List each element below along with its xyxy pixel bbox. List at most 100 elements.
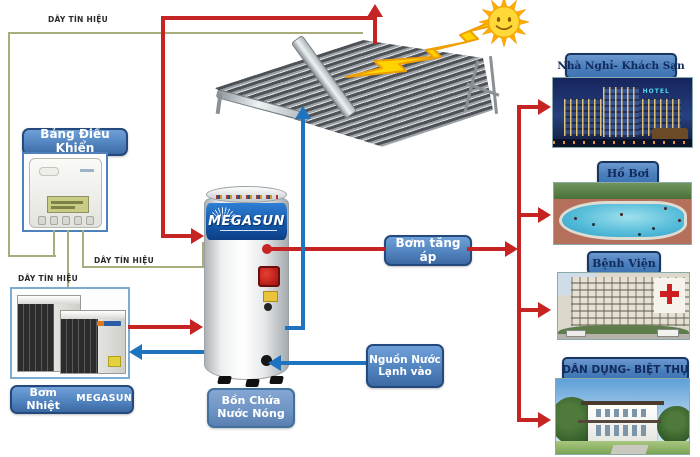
- hospital-bushes: [558, 324, 689, 334]
- tank-drain-knob: [264, 303, 272, 311]
- tank-warning-sticker: [263, 291, 278, 302]
- tank-label-line1: Bồn Chứa: [221, 394, 281, 408]
- destination-label-pool-text: Hồ Bơi: [606, 167, 650, 180]
- tank-foot: [217, 376, 232, 384]
- control-panel-label-text: Bảng Điều Khiển: [40, 127, 110, 155]
- hotel-ground-lights: [553, 138, 692, 147]
- cold-water-label-line2: Lạnh vào: [378, 366, 432, 378]
- arrow-cold-into-heatpump: [129, 344, 142, 360]
- hot-line-into-tank: [161, 234, 193, 238]
- signal-wire-label-bottom: DÂY TÍN HIỆU: [18, 274, 79, 283]
- hot-branch-villa: [517, 418, 540, 422]
- arrow-cold-into-tank: [268, 355, 281, 371]
- booster-pump-label-text: Bơm tăng áp: [395, 235, 461, 264]
- heat-pump-logo: [97, 321, 121, 326]
- signal-wire-panel-heatpump: [67, 230, 69, 287]
- tank-brand-text: MEGASUN: [208, 214, 285, 229]
- signal-wire-label-top: DÂY TÍN HIỆU: [48, 15, 109, 24]
- hot-line-booster-to-manifold: [467, 247, 507, 251]
- villa-windows-lower: [596, 425, 649, 437]
- arrow-up-into-collector: [295, 106, 311, 119]
- hot-branch-hospital: [517, 308, 540, 312]
- hospital-car-right: [656, 329, 679, 338]
- tank-label-line2: Nước Nóng: [217, 407, 285, 420]
- control-panel-label: Bảng Điều Khiển: [22, 127, 128, 156]
- heat-pump-unit-front: [60, 310, 126, 374]
- sunbeam-bolt: [345, 16, 505, 78]
- arrow-to-hospital: [538, 302, 551, 318]
- arrow-to-villa: [538, 412, 551, 428]
- villa-roof-mid: [578, 419, 662, 423]
- tank-label: Bồn Chứa Nước Nóng: [207, 388, 295, 428]
- heat-pump-sticker: [108, 356, 121, 367]
- hot-branch-hotel: [517, 105, 540, 109]
- hot-line-downcomer: [161, 16, 165, 238]
- tank-foot: [245, 379, 260, 387]
- hospital-wall: [653, 278, 686, 313]
- hot-line-collector-riser: [373, 18, 377, 44]
- tank-brand-underline: [220, 230, 277, 231]
- villa-tree-right: [657, 406, 689, 444]
- destination-label-hospital: Bệnh Viện: [587, 251, 661, 275]
- destination-label-hotel: Nhà Nghỉ- Khách Sạn: [557, 53, 685, 79]
- hot-line-collector-to-tank: [161, 16, 377, 20]
- cold-line-tank-to-heatpump: [141, 350, 204, 354]
- cold-water-label-line1: Nguồn Nước: [369, 353, 441, 366]
- red-cross-vertical: [666, 283, 672, 305]
- hotel-photo: HOTEL: [552, 77, 693, 148]
- signal-wire-label-middle: DÂY TÍN HIỆU: [94, 256, 155, 265]
- cold-water-label: Nguồn Nước Lạnh vào: [366, 344, 444, 388]
- destination-label-villa-text: DÂN DỤNG- BIỆT THỰ: [562, 363, 689, 376]
- hospital-photo: [557, 272, 690, 340]
- hotel-awning: [651, 127, 688, 139]
- tank-heater-cover: [258, 266, 280, 287]
- sunrays-logo-icon: [210, 207, 236, 222]
- tank-inlet-fitting: [261, 355, 272, 366]
- signal-wire-panel-collector: [8, 32, 10, 257]
- pool-swimmers: [574, 217, 577, 220]
- heat-pump-label: Bơm Nhiệt MEGASUN: [10, 385, 134, 414]
- cold-line-collector-riser: [301, 118, 305, 330]
- hot-distribution-manifold: [517, 105, 521, 422]
- tank-brand-band: MEGASUN: [206, 203, 287, 240]
- hot-line-heatpump-to-tank: [128, 325, 192, 329]
- controller-device: [29, 158, 102, 228]
- hospital-road: [558, 333, 689, 339]
- signal-wire-panel-collector: [8, 32, 363, 34]
- controller-buttons: [38, 216, 94, 225]
- sun-icon: [478, 0, 530, 48]
- signal-wire-panel-collector: [8, 255, 56, 257]
- pool-trees: [554, 183, 691, 199]
- booster-pump-label: Bơm tăng áp: [384, 235, 472, 266]
- arrow-booster-to-manifold: [505, 241, 518, 257]
- cold-line-tank-to-collector: [285, 326, 303, 330]
- hotel-tower: [603, 86, 640, 137]
- signal-wire-panel-tank: [82, 230, 84, 268]
- cold-line-supply-inlet: [280, 361, 366, 365]
- pool-water: [559, 201, 687, 240]
- hotel-sign-text: HOTEL: [642, 88, 670, 96]
- destination-label-hotel-text: Nhà Nghỉ- Khách Sạn: [557, 60, 685, 72]
- arrow-into-tank-top: [191, 228, 204, 244]
- signal-wire-panel-tank: [82, 266, 204, 268]
- tank-foot: [269, 376, 284, 384]
- signal-wire-panel-collector: [53, 230, 55, 257]
- hot-branch-pool: [517, 213, 540, 217]
- hot-line-tank-to-booster: [267, 247, 385, 251]
- heat-pump-label-brand: MEGASUN: [76, 393, 132, 405]
- villa-windows-upper: [596, 408, 649, 418]
- villa-roof-top: [581, 400, 664, 406]
- signal-wire-panel-tank: [202, 242, 204, 268]
- certification-marks: [216, 195, 278, 199]
- villa-photo: [555, 378, 690, 455]
- pool-photo: [553, 182, 692, 245]
- storage-tank: MEGASUN: [204, 186, 289, 387]
- controller-logo: [80, 169, 94, 172]
- destination-label-hospital-text: Bệnh Viện: [592, 256, 656, 270]
- arrow-to-pool: [538, 207, 551, 223]
- arrow-up-from-collector: [367, 4, 383, 17]
- arrow-heatpump-to-tank: [190, 319, 203, 335]
- heat-pump-label-text: Bơm Nhiệt: [26, 385, 60, 412]
- controller-indicator: [39, 167, 59, 176]
